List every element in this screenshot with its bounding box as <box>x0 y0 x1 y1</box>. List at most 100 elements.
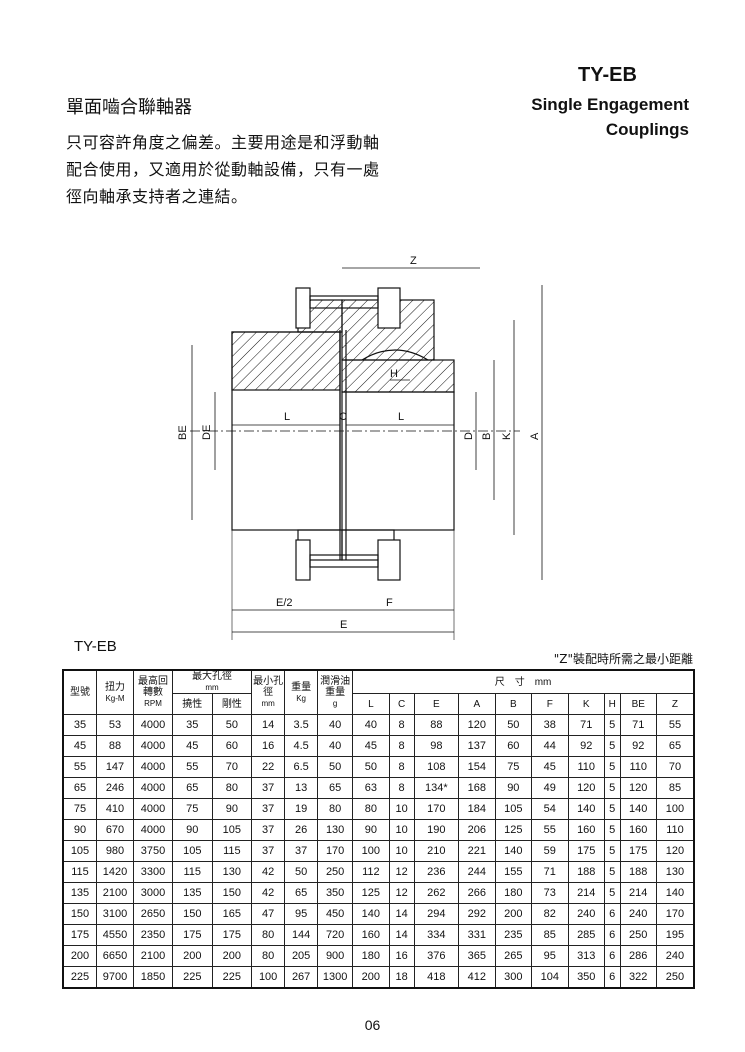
table-cell: 8 <box>388 777 415 799</box>
table-cell: 75 <box>62 798 97 820</box>
table-cell: 160 <box>619 819 657 841</box>
table-cell: 3300 <box>133 861 173 883</box>
table-cell: 65 <box>655 735 695 757</box>
table-cell: 90 <box>172 819 213 841</box>
table-cell: 154 <box>458 756 496 778</box>
table-cell: 37 <box>251 777 286 799</box>
dim-label-e: E <box>340 619 347 631</box>
table-cell: 200 <box>172 945 213 967</box>
table-cell: 115 <box>62 861 97 883</box>
table-cell: 3100 <box>96 903 134 925</box>
table-cell: 10 <box>388 798 415 820</box>
table-cell: 6.5 <box>284 756 319 778</box>
table-cell: 120 <box>567 777 605 799</box>
dim-label-be: BE <box>177 425 189 440</box>
table-cell: 95 <box>531 945 569 967</box>
table-cell: 35 <box>172 714 213 736</box>
table-cell: 26 <box>284 819 319 841</box>
col-dim-f: F <box>531 693 569 715</box>
table-cell: 85 <box>531 924 569 946</box>
table-cell: 180 <box>352 945 390 967</box>
table-cell: 47 <box>251 903 286 925</box>
table-cell: 175 <box>62 924 97 946</box>
table-cell: 50 <box>494 714 533 736</box>
table-cell: 670 <box>96 819 134 841</box>
table-cell: 6 <box>603 903 621 925</box>
table-cell: 160 <box>352 924 390 946</box>
right-hub-section <box>341 359 455 393</box>
table-cell: 160 <box>567 819 605 841</box>
table-cell: 5 <box>603 882 621 904</box>
table-cell: 50 <box>352 756 390 778</box>
table-cell: 12 <box>388 882 415 904</box>
table-cell: 2100 <box>133 945 173 967</box>
table-label: TY-EB <box>74 638 117 655</box>
table-cell: 200 <box>352 966 390 989</box>
table-cell: 12 <box>388 861 415 883</box>
table-cell: 1420 <box>96 861 134 883</box>
table-cell: 134* <box>413 777 460 799</box>
bolt-top-left <box>295 287 311 329</box>
table-cell: 137 <box>458 735 496 757</box>
table-cell: 225 <box>172 966 213 989</box>
table-cell: 175 <box>567 840 605 862</box>
table-cell: 210 <box>413 840 460 862</box>
table-cell: 200 <box>494 903 533 925</box>
table-cell: 150 <box>62 903 97 925</box>
table-cell: 250 <box>317 861 354 883</box>
table-cell: 188 <box>619 861 657 883</box>
table-cell: 120 <box>458 714 496 736</box>
table-cell: 100 <box>352 840 390 862</box>
table-cell: 65 <box>317 777 354 799</box>
table-cell: 105 <box>62 840 97 862</box>
english-title-line2: Couplings <box>605 120 689 139</box>
grease-unit: g <box>332 699 338 708</box>
table-cell: 170 <box>655 903 695 925</box>
table-cell: 14 <box>388 924 415 946</box>
table-cell: 55 <box>62 756 97 778</box>
table-cell: 120 <box>655 840 695 862</box>
table-cell: 45 <box>352 735 390 757</box>
right-hub <box>341 391 455 531</box>
table-cell: 144 <box>284 924 319 946</box>
table-cell: 350 <box>567 966 605 989</box>
table-cell: 175 <box>211 924 253 946</box>
table-cell: 8 <box>388 756 415 778</box>
table-cell: 205 <box>284 945 319 967</box>
table-cell: 90 <box>211 798 253 820</box>
table-cell: 900 <box>317 945 354 967</box>
table-cell: 170 <box>317 840 354 862</box>
table-cell: 200 <box>211 945 253 967</box>
col-model: 型號 <box>62 669 97 715</box>
col-dim-l: L <box>352 693 390 715</box>
table-cell: 225 <box>62 966 97 989</box>
max-bore-label: 最大孔徑 <box>192 671 233 682</box>
table-cell: 40 <box>317 735 354 757</box>
table-cell: 155 <box>494 861 533 883</box>
bolt-top-right <box>377 287 401 329</box>
table-cell: 9700 <box>96 966 134 989</box>
table-cell: 44 <box>531 735 569 757</box>
table-cell: 115 <box>172 861 213 883</box>
page-number: 06 <box>364 1017 381 1033</box>
table-cell: 16 <box>388 945 415 967</box>
table-cell: 244 <box>458 861 496 883</box>
table-cell: 980 <box>96 840 134 862</box>
english-title-line1: Single Engagement <box>531 95 689 114</box>
col-dimensions: 尺 寸 mm <box>352 669 695 694</box>
table-cell: 6650 <box>96 945 134 967</box>
table-cell: 206 <box>458 819 496 841</box>
col-dim-z: Z <box>655 693 695 715</box>
table-cell: 180 <box>494 882 533 904</box>
table-cell: 100 <box>251 966 286 989</box>
table-cell: 4550 <box>96 924 134 946</box>
col-dim-be: BE <box>619 693 657 715</box>
table-cell: 2100 <box>96 882 134 904</box>
table-cell: 5 <box>603 861 621 883</box>
table-cell: 65 <box>172 777 213 799</box>
